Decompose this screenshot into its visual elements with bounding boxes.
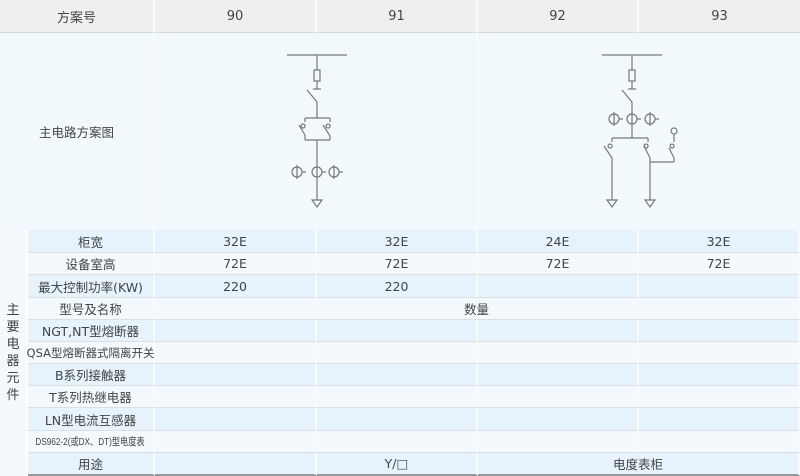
- header-scheme-91: 91: [317, 0, 478, 33]
- cell-value: [639, 275, 800, 298]
- quantity-cell: [317, 320, 478, 342]
- quantity-cell: [155, 342, 317, 364]
- row-label-room-height: 设备室高: [28, 253, 155, 275]
- usage-value-90: [155, 453, 317, 476]
- row-label-usage: 用途: [28, 453, 155, 476]
- quantity-cell: [639, 342, 800, 364]
- quantity-cell: [639, 364, 800, 386]
- cell-value: 24E: [478, 230, 639, 253]
- quantity-cell: [639, 320, 800, 342]
- group-label-char: 主: [6, 303, 20, 318]
- quantity-cell: [317, 431, 478, 453]
- cell-value: 220: [155, 275, 317, 298]
- component-label: LN型电流互感器: [28, 408, 155, 431]
- cell-value: 72E: [478, 253, 639, 275]
- cell-value: 72E: [155, 253, 317, 275]
- quantity-cell: [639, 386, 800, 408]
- cell-value: 220: [317, 275, 478, 298]
- group-label-char: 件: [6, 388, 20, 403]
- quantity-cell: [317, 386, 478, 408]
- quantity-cell: [155, 431, 317, 453]
- quantity-cell: [478, 320, 639, 342]
- row-label-model-name: 型号及名称: [28, 298, 155, 320]
- row-label-cabinet-width: 柜宽: [28, 230, 155, 253]
- row-label-max-power: 最大控制功率(KW): [28, 275, 155, 298]
- usage-value-91: Y/□: [317, 453, 478, 476]
- quantity-cell: [639, 408, 800, 431]
- quantity-cell: [317, 342, 478, 364]
- circuit-diagram-92-93: [602, 54, 678, 209]
- quantity-cell: [478, 408, 639, 431]
- circuit-diagram-90-91: [287, 54, 347, 209]
- cell-value: 32E: [155, 230, 317, 253]
- quantity-cell: [317, 364, 478, 386]
- quantity-cell: [478, 342, 639, 364]
- quantity-cell: [155, 386, 317, 408]
- header-scheme-label: 方案号: [0, 0, 155, 33]
- quantity-header: 数量: [155, 298, 800, 320]
- cell-value: 72E: [317, 253, 478, 275]
- group-label-char: 器: [6, 354, 20, 369]
- quantity-cell: [155, 364, 317, 386]
- quantity-cell: [639, 431, 800, 453]
- header-scheme-93: 93: [639, 0, 800, 33]
- component-label: NGT,NT型熔断器: [28, 320, 155, 342]
- group-label-char: 要: [6, 320, 20, 335]
- component-label: DS962-2(或DX、DT)型电度表: [35, 436, 146, 448]
- diagram-cell-92-93: [478, 33, 800, 230]
- header-scheme-92: 92: [478, 0, 639, 33]
- quantity-cell: [478, 386, 639, 408]
- quantity-cell: [478, 431, 639, 453]
- quantity-cell: [155, 320, 317, 342]
- quantity-cell: [317, 408, 478, 431]
- group-label-char: 电: [6, 337, 20, 352]
- group-label-main-components: 主 要 电 器 元 件: [0, 230, 28, 476]
- component-label-cell: DS962-2(或DX、DT)型电度表: [28, 431, 155, 453]
- quantity-cell: [155, 408, 317, 431]
- component-label: T系列热继电器: [28, 386, 155, 408]
- header-scheme-90: 90: [155, 0, 317, 33]
- usage-value-92-93: 电度表柜: [478, 453, 800, 476]
- cell-value: 72E: [639, 253, 800, 275]
- component-label: QSA型熔断器式隔离开关: [27, 342, 155, 364]
- group-label-char: 元: [6, 371, 20, 386]
- component-label: B系列接触器: [28, 364, 155, 386]
- cell-value: [478, 275, 639, 298]
- cell-value: 32E: [317, 230, 478, 253]
- cell-value: 32E: [639, 230, 800, 253]
- quantity-cell: [478, 364, 639, 386]
- diagram-row-label: 主电路方案图: [0, 33, 155, 230]
